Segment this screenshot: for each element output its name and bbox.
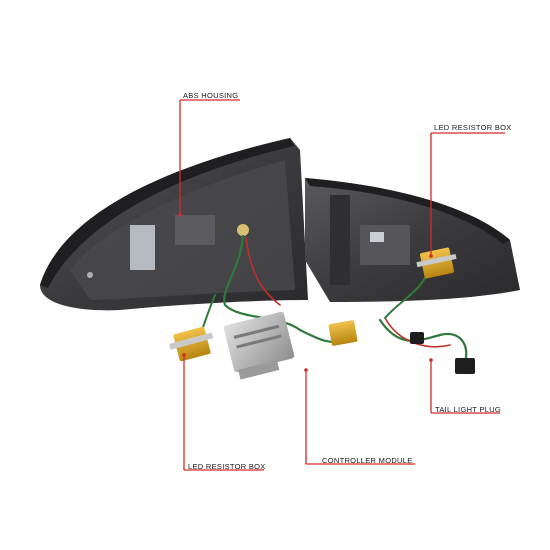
controller-module <box>223 311 295 380</box>
callout-dots <box>178 213 433 372</box>
abs-housing-label: ABS HOUSING <box>183 91 239 100</box>
right-tail-light-housing <box>305 178 520 302</box>
tail-light-plug-label: TAIL LIGHT PLUG <box>435 405 502 414</box>
led-resistor-box-middle <box>328 320 358 346</box>
callout-lines <box>179 99 505 471</box>
left-tail-light-housing <box>40 138 308 311</box>
tail-light-plug <box>410 332 475 374</box>
led-resistor-box-left <box>169 326 214 362</box>
led-resistor-box-label-top: LED RESISTOR BOX <box>434 123 512 132</box>
led-resistor-box-right <box>416 247 457 279</box>
led-resistor-box-label-bottom: LED RESISTOR BOX <box>188 462 266 471</box>
controller-module-label: CONTROLLER MODULE <box>322 456 413 465</box>
